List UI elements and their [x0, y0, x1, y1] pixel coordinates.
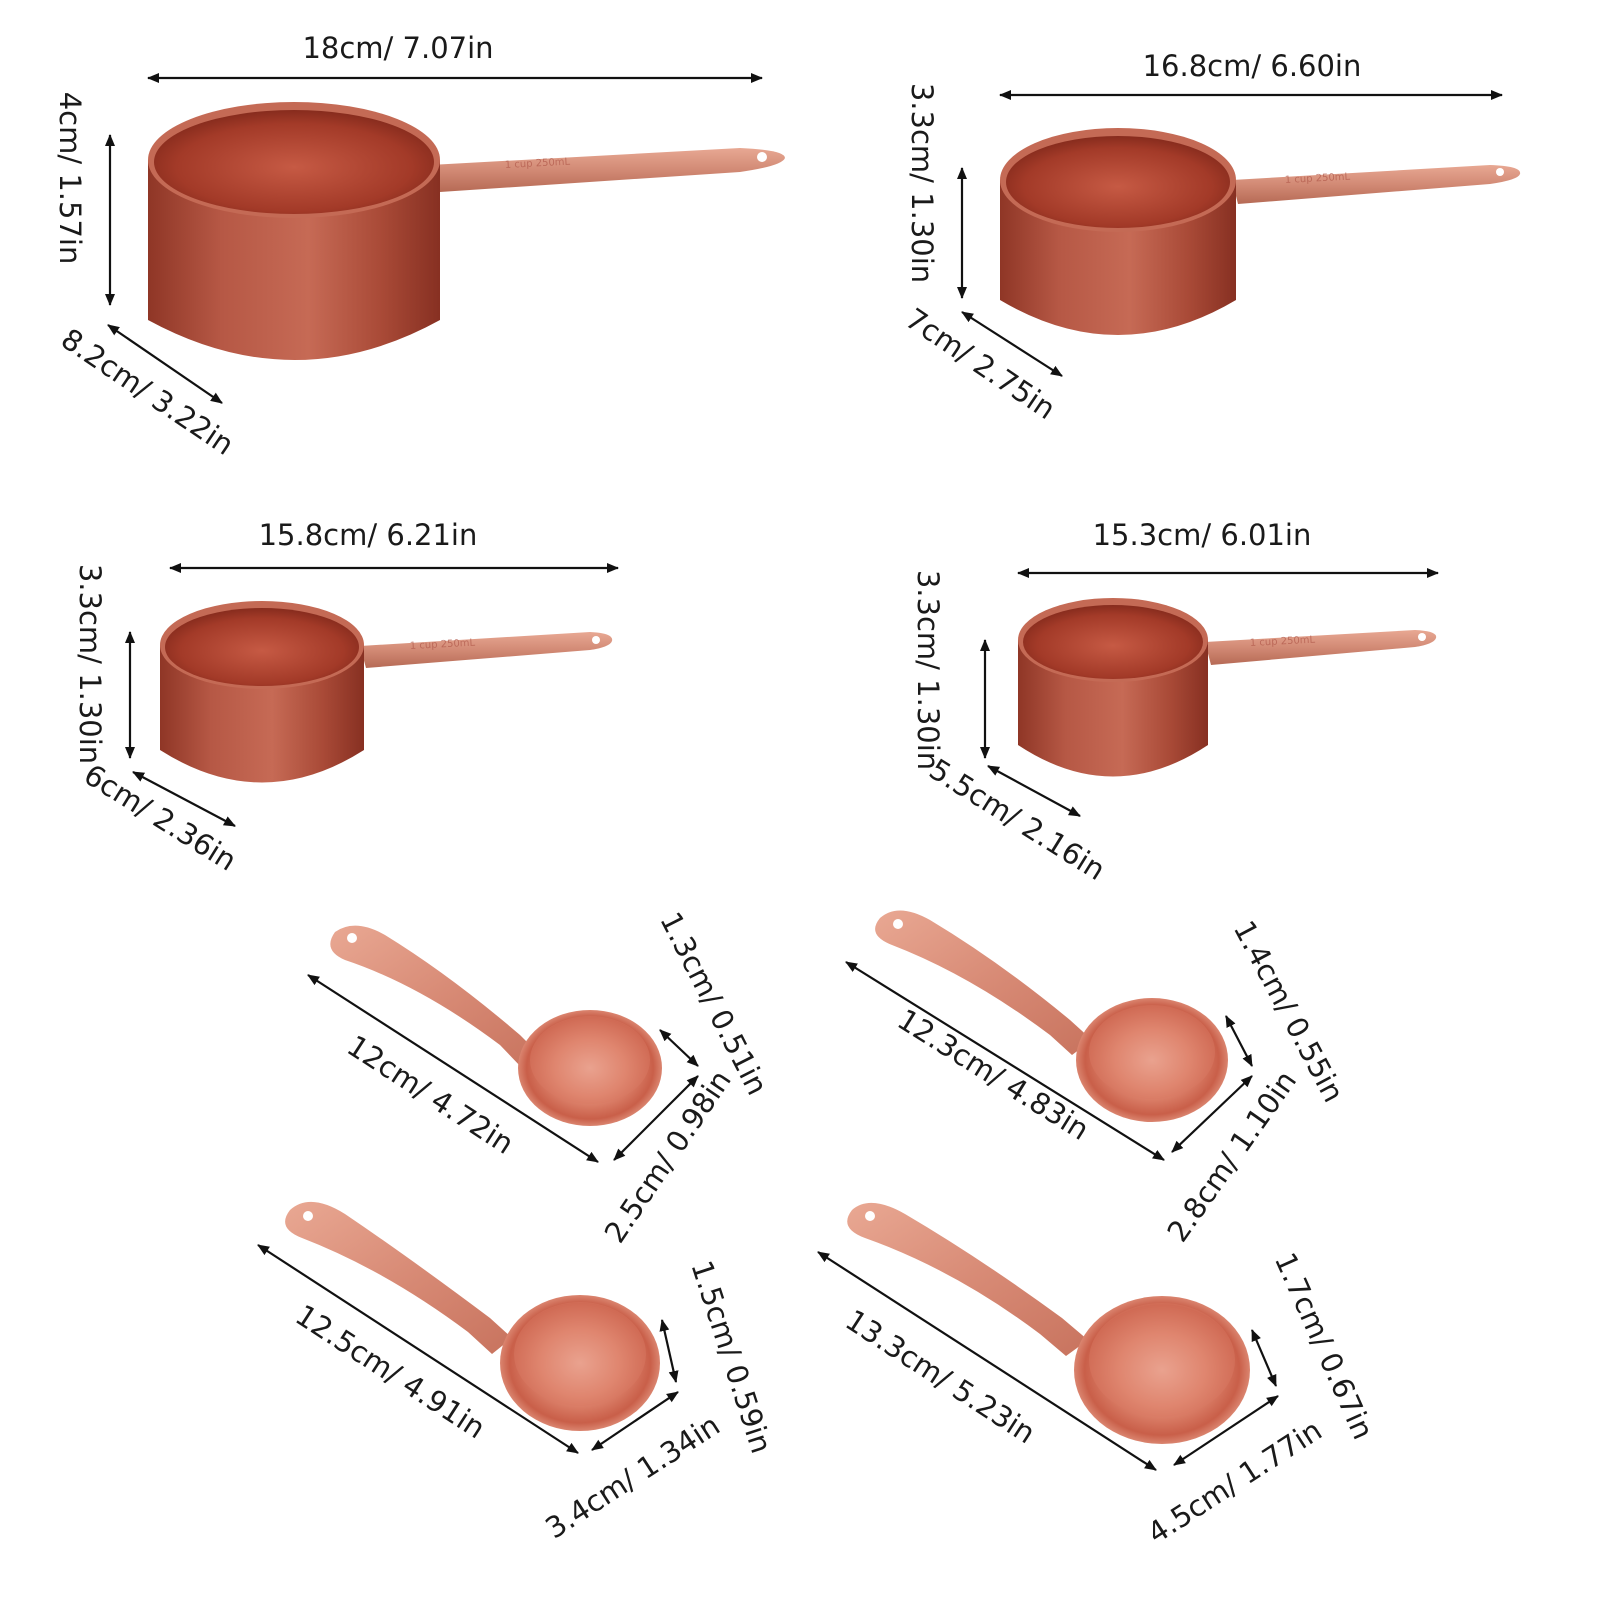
cup-engraving: 1 cup 250mL [1250, 635, 1316, 649]
svg-text:7cm/ 2.75in: 7cm/ 2.75in [900, 301, 1062, 426]
svg-text:18cm/ 7.07in: 18cm/ 7.07in [302, 31, 493, 65]
cup-1-length-dimension: 18cm/ 7.07in [147, 31, 763, 83]
svg-text:3.3cm/ 1.30in: 3.3cm/ 1.30in [911, 570, 945, 770]
cup-2-height-dimension: 3.3cm/ 1.30in [905, 83, 967, 299]
cup-handle [1205, 630, 1437, 665]
cup-engraving: 1 cup 250mL [410, 638, 476, 652]
cup-3-height-dimension: 3.3cm/ 1.30in [73, 564, 135, 764]
svg-text:4cm/ 1.57in: 4cm/ 1.57in [53, 92, 87, 265]
measuring-spoon-3 [285, 1201, 660, 1431]
cup-engraving: 1 cup 250mL [1285, 172, 1351, 186]
measuring-cup-1: 1 cup 250mL [148, 102, 785, 360]
svg-text:1.7cm/ 0.67in: 1.7cm/ 0.67in [1268, 1248, 1381, 1445]
cup-2-length-dimension: 16.8cm/ 6.60in [999, 49, 1503, 100]
svg-text:3.3cm/ 1.30in: 3.3cm/ 1.30in [73, 564, 107, 764]
measuring-cup-2: 1 cup 250mL [1000, 128, 1521, 335]
cup-engraving: 1 cup 250mL [505, 157, 571, 171]
svg-text:3.3cm/ 1.30in: 3.3cm/ 1.30in [905, 83, 939, 283]
cup-2-diameter-dimension: 7cm/ 2.75in [900, 301, 1063, 426]
svg-text:16.8cm/ 6.60in: 16.8cm/ 6.60in [1143, 49, 1362, 83]
spoon-4-depth-dimension: 1.7cm/ 0.67in [1250, 1248, 1381, 1445]
cup-4-length-dimension: 15.3cm/ 6.01in [1017, 518, 1439, 578]
measuring-cup-4: 1 cup 250mL [1018, 598, 1437, 777]
cup-handle [430, 148, 785, 192]
cup-handle [360, 632, 613, 668]
cup-3-length-dimension: 15.8cm/ 6.21in [169, 518, 619, 573]
measuring-cup-3: 1 cup 250mL [160, 601, 613, 783]
svg-text:15.8cm/ 6.21in: 15.8cm/ 6.21in [259, 518, 478, 552]
cup-4-height-dimension: 3.3cm/ 1.30in [911, 570, 990, 770]
cup-handle [1232, 165, 1521, 204]
cup-1-height-dimension: 4cm/ 1.57in [53, 92, 115, 306]
svg-text:15.3cm/ 6.01in: 15.3cm/ 6.01in [1093, 518, 1312, 552]
